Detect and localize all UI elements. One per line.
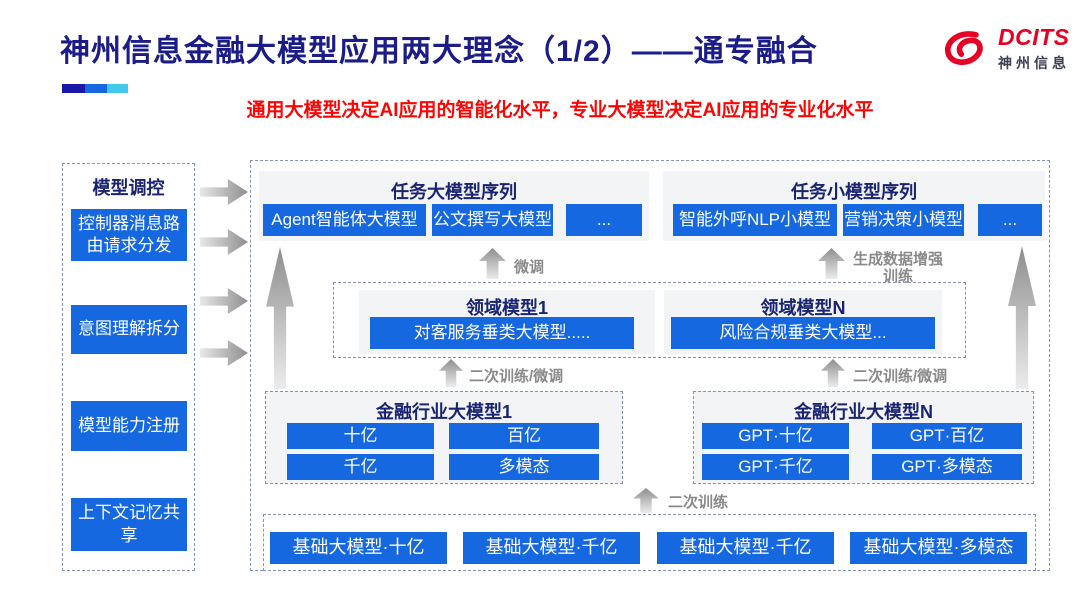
gen-data-label: 生成数据增强 训练 bbox=[850, 251, 946, 286]
node-gpt-billion: GPT·十亿 bbox=[702, 423, 849, 449]
finetune-up-arrow bbox=[479, 248, 506, 279]
node-ten-billion-1: 百亿 bbox=[449, 423, 599, 449]
dcits-swirl-icon bbox=[945, 31, 983, 65]
gen-data-up-arrow bbox=[818, 248, 845, 279]
retrain-label: 二次训练 bbox=[668, 494, 729, 511]
node-customer-service-model: 对客服务垂类大模型..... bbox=[370, 317, 634, 349]
domain-model-n-title: 领域模型N bbox=[760, 298, 846, 318]
industry-model-n-title: 金融行业大模型N bbox=[794, 402, 933, 422]
node-base-model-hundred-b-2: 基础大模型·千亿 bbox=[657, 532, 834, 564]
gen-data-label-line1: 生成数据增强 bbox=[852, 251, 943, 268]
page-title: 神州信息金融大模型应用两大理念（1/2）——通专融合 bbox=[60, 35, 818, 68]
model-architecture-container: 任务大模型序列 Agent智能体大模型 公文撰写大模型 ... 任务小模型序列 … bbox=[250, 160, 1050, 571]
node-base-model-hundred-b-1: 基础大模型·千亿 bbox=[463, 532, 640, 564]
node-nlp-outbound-small-model: 智能外呼NLP小模型 bbox=[673, 204, 837, 236]
industry-model-1-panel: 金融行业大模型1 十亿 百亿 千亿 多模态 bbox=[265, 391, 623, 484]
domain-model-1-panel: 领域模型1 对客服务垂类大模型..... bbox=[359, 290, 655, 354]
right-arrow-4 bbox=[200, 340, 248, 366]
node-document-large-model: 公文撰写大模型 bbox=[432, 204, 553, 236]
node-base-model-multimodal: 基础大模型·多模态 bbox=[850, 532, 1027, 564]
retrain-arrow bbox=[633, 488, 659, 513]
accent-segment-cyan bbox=[107, 84, 128, 93]
task-large-model-panel: 任务大模型序列 Agent智能体大模型 公文撰写大模型 ... bbox=[259, 171, 649, 241]
node-billion-1: 十亿 bbox=[287, 423, 434, 449]
sidebar-item-intent-split: 意图理解拆分 bbox=[71, 305, 187, 354]
retrain-finetune-label-right: 二次训练/微调 bbox=[853, 368, 948, 385]
base-model-panel: 基础大模型·十亿 基础大模型·千亿 基础大模型·千亿 基础大模型·多模态 bbox=[263, 514, 1036, 571]
task-large-model-title: 任务大模型序列 bbox=[391, 182, 517, 202]
retrain-finetune-label-left: 二次训练/微调 bbox=[469, 368, 564, 385]
finetune-label: 微调 bbox=[514, 259, 545, 276]
gen-data-label-line2: 训练 bbox=[882, 268, 913, 286]
node-multimodal-1: 多模态 bbox=[449, 454, 599, 480]
industry-model-1-title: 金融行业大模型1 bbox=[375, 402, 512, 422]
right-arrow-1 bbox=[200, 179, 248, 205]
tall-up-arrow-left bbox=[266, 247, 294, 389]
logo-brand-text: DCITS bbox=[998, 23, 1070, 50]
industry-model-n-panel: 金融行业大模型N GPT·十亿 GPT·百亿 GPT·千亿 GPT·多模态 bbox=[693, 391, 1034, 484]
sidebar-item-controller-routing: 控制器消息路由请求分发 bbox=[71, 209, 187, 261]
sidebar-item-capability-register: 模型能力注册 bbox=[71, 401, 187, 451]
node-gpt-multimodal: GPT·多模态 bbox=[872, 454, 1022, 480]
right-arrow-3 bbox=[200, 288, 248, 314]
right-arrow-2 bbox=[200, 229, 248, 255]
accent-segment-dark bbox=[62, 84, 85, 93]
accent-segment-blue bbox=[85, 84, 107, 93]
tall-up-arrow-right bbox=[1008, 246, 1036, 389]
node-risk-compliance-model: 风险合规垂类大模型... bbox=[671, 317, 935, 349]
logo-brand-cn: 神州信息 bbox=[998, 54, 1070, 71]
task-small-model-title: 任务小模型序列 bbox=[791, 182, 917, 202]
model-control-panel: 模型调控 控制器消息路由请求分发 意图理解拆分 模型能力注册 上下文记忆共享 bbox=[62, 163, 195, 571]
node-base-model-billion: 基础大模型·十亿 bbox=[270, 532, 447, 564]
retrain-finetune-arrow-left bbox=[439, 359, 463, 387]
node-large-model-more: ... bbox=[566, 204, 642, 236]
domain-model-n-panel: 领域模型N 风险合规垂类大模型... bbox=[664, 290, 942, 354]
dcits-logo: DCITS 神州信息 bbox=[940, 20, 1070, 78]
slide-subtitle: 通用大模型决定AI应用的智能化水平，专业大模型决定AI应用的专业化水平 bbox=[246, 100, 874, 121]
node-small-model-more: ... bbox=[978, 204, 1042, 236]
sidebar-title: 模型调控 bbox=[92, 178, 165, 198]
node-agent-large-model: Agent智能体大模型 bbox=[263, 204, 426, 236]
domain-model-container: 领域模型1 对客服务垂类大模型..... 领域模型N 风险合规垂类大模型... bbox=[333, 282, 966, 358]
sidebar-item-context-memory: 上下文记忆共享 bbox=[71, 498, 187, 551]
retrain-finetune-arrow-right bbox=[821, 359, 845, 387]
node-gpt-hundred-billion: GPT·千亿 bbox=[702, 454, 849, 480]
title-accent-bar bbox=[62, 84, 128, 93]
node-gpt-ten-billion: GPT·百亿 bbox=[872, 423, 1022, 449]
task-small-model-panel: 任务小模型序列 智能外呼NLP小模型 营销决策小模型 ... bbox=[663, 171, 1045, 241]
node-hundred-billion-1: 千亿 bbox=[287, 454, 434, 480]
domain-model-1-title: 领域模型1 bbox=[465, 298, 548, 318]
node-marketing-small-model: 营销决策小模型 bbox=[843, 204, 964, 236]
